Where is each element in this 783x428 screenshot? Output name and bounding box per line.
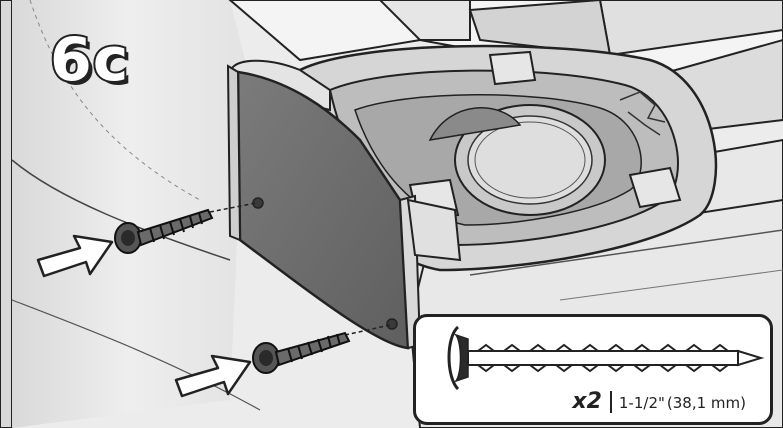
surface-edge xyxy=(29,0,201,201)
round-insert xyxy=(474,121,586,199)
guide-line xyxy=(344,324,391,336)
screw-icon xyxy=(252,331,351,374)
right-ridge xyxy=(469,229,783,276)
rim-lug xyxy=(488,50,537,86)
step-number: 6c xyxy=(48,25,130,95)
right-ridge xyxy=(559,269,783,301)
bracket-tab xyxy=(406,198,462,262)
arrow-icon xyxy=(174,354,252,398)
hardware-size-imperial: 1-1/2" xyxy=(618,394,665,412)
screw-hole xyxy=(386,318,398,330)
spec-divider xyxy=(609,390,612,413)
hardware-quantity: x2 xyxy=(572,389,602,414)
top-rail xyxy=(378,0,471,41)
bracket-edge xyxy=(226,64,242,242)
hardware-size-metric: (38,1 mm) xyxy=(666,394,746,412)
hardware-callout: x2 1-1/2" (38,1 mm) xyxy=(413,314,773,425)
arrow-icon xyxy=(36,234,114,278)
guide-line xyxy=(209,202,257,213)
screw-icon xyxy=(114,208,214,254)
rim-lug xyxy=(628,166,682,209)
embossed-mark xyxy=(619,91,666,123)
shadow-wedge xyxy=(428,107,522,141)
surface-edge xyxy=(11,159,231,261)
left-frame xyxy=(0,0,13,428)
screw-icon xyxy=(447,325,765,391)
base-surface xyxy=(12,0,245,428)
embossed-mark xyxy=(627,111,661,136)
hardware-spec: x2 1-1/2" (38,1 mm) xyxy=(572,389,746,414)
round-insert xyxy=(467,115,593,205)
